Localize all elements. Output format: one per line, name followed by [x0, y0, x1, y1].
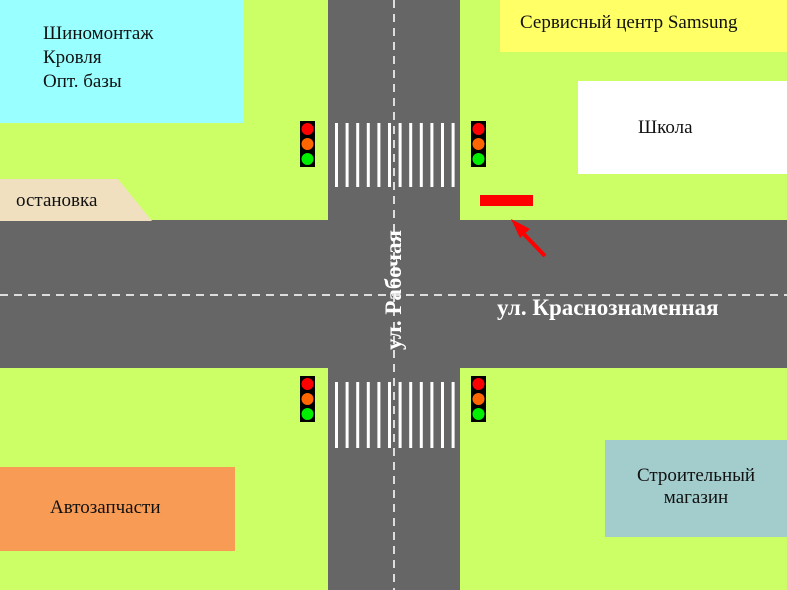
traffic-light-icon: [471, 376, 486, 422]
crosswalk-bottom: [335, 382, 455, 448]
crosswalk-stripe: [419, 123, 423, 187]
building-hardware-store: Строительный магазин: [605, 440, 787, 537]
traffic-light-icon: [471, 121, 486, 167]
crosswalk-stripe: [345, 382, 349, 448]
crosswalk-stripe: [388, 123, 391, 187]
crosswalk-stripe: [398, 382, 402, 448]
crosswalk-stripe: [451, 123, 455, 187]
crosswalk-stripe: [366, 123, 370, 187]
crosswalk-stripe: [377, 123, 381, 187]
label-school: Школа: [638, 117, 693, 138]
crosswalk-stripe: [430, 123, 434, 187]
label-bus-stop: остановка: [16, 190, 98, 211]
building-school: Школа: [578, 81, 787, 174]
crosswalk-stripe: [409, 123, 413, 187]
crosswalk-stripe: [419, 382, 423, 448]
label-hardware-2: магазин: [663, 487, 729, 508]
label-roofing: Кровля: [43, 47, 102, 68]
crosswalk-stripe: [356, 382, 360, 448]
crosswalk-stripe: [409, 382, 413, 448]
building-samsung: Сервисный центр Samsung: [500, 0, 787, 52]
crosswalk-stripe: [377, 382, 381, 448]
label-tire-service: Шиномонтаж: [43, 23, 154, 44]
crosswalk-stripe: [441, 382, 444, 448]
crosswalk-top: [335, 123, 455, 187]
street-label-horizontal: ул. Краснознаменная: [497, 295, 719, 320]
crosswalk-stripe: [356, 123, 360, 187]
bus-stop: [0, 179, 152, 221]
traffic-lights: [300, 121, 486, 422]
crosswalk-stripe: [366, 382, 370, 448]
crosswalk-stripe: [345, 123, 349, 187]
label-wholesale: Опт. базы: [43, 71, 122, 92]
street-label-vertical: ул. Рабочая: [381, 230, 406, 350]
traffic-light-icon: [300, 121, 315, 167]
building-tire-service: Шиномонтаж Кровля Опт. базы: [0, 0, 243, 123]
crosswalk-stripe: [388, 382, 391, 448]
crosswalk-stripe: [398, 123, 402, 187]
traffic-light-icon: [300, 376, 315, 422]
building-auto-parts: Автозапчасти: [0, 467, 235, 551]
label-samsung: Сервисный центр Samsung: [520, 12, 738, 33]
marker-bar: [480, 195, 533, 206]
crosswalk-stripe: [430, 382, 434, 448]
label-auto-parts: Автозапчасти: [50, 497, 161, 518]
label-hardware-1: Строительный: [636, 465, 756, 486]
crosswalk-stripe: [451, 382, 455, 448]
crosswalk-stripe: [441, 123, 444, 187]
crosswalk-stripe: [335, 382, 338, 448]
arrow-icon: [511, 219, 547, 258]
crosswalk-stripe: [335, 123, 338, 187]
